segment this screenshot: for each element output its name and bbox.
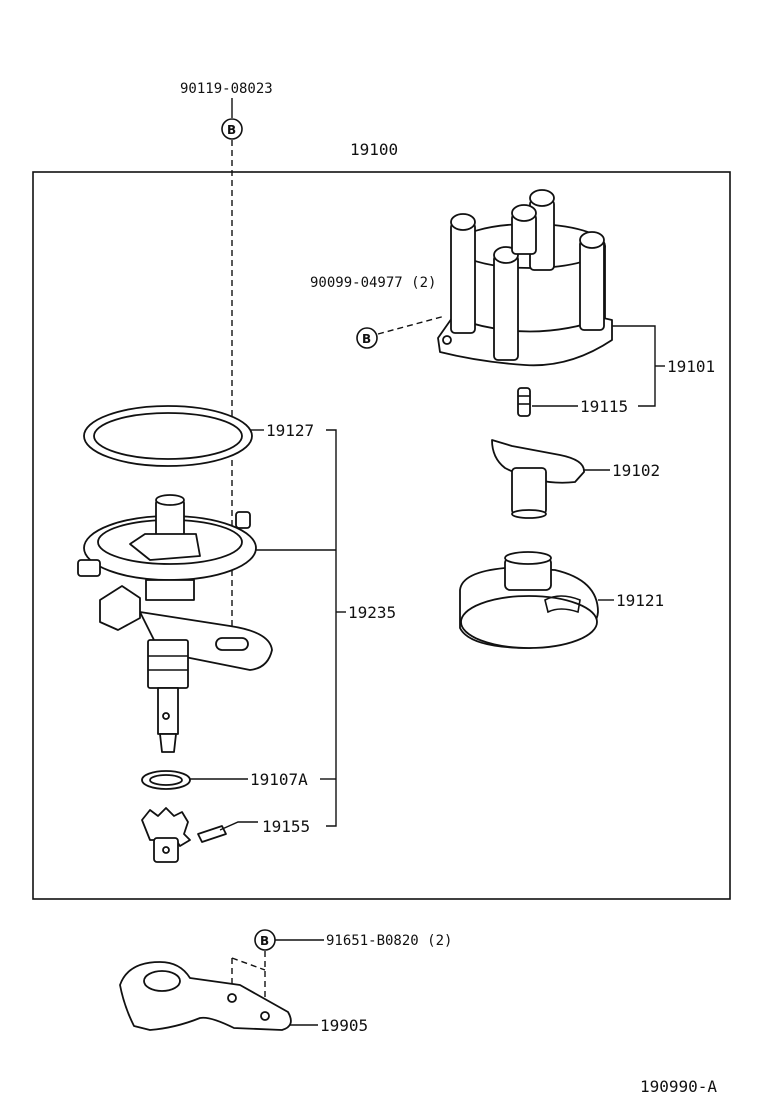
label-bolt-bottom: 91651-B0820 (2) (326, 933, 452, 949)
fastener-marker-top (221, 118, 243, 140)
label-o-ring-small: 19107A (250, 770, 308, 789)
rotor (491, 439, 585, 519)
label-o-ring-large: 19127 (266, 421, 314, 440)
label-bracket: 19905 (320, 1016, 368, 1035)
fastener-marker-cap (356, 327, 378, 349)
svg-text:B: B (362, 332, 371, 346)
o-ring-large (83, 405, 253, 467)
label-bolt-top: 90119-08023 (180, 81, 273, 97)
drive-gear (141, 807, 227, 863)
o-ring-small (141, 770, 191, 790)
figure-code: 190990-A (640, 1077, 717, 1096)
svg-text:B: B (227, 123, 236, 137)
label-cap-part: 19115 (580, 397, 628, 416)
assembly-frame (32, 171, 731, 900)
distributor-cap (437, 189, 613, 367)
label-housing-group: 19235 (348, 603, 396, 622)
label-screw-cap: 90099-04977 (2) (310, 275, 436, 291)
label-cover: 19121 (616, 591, 664, 610)
label-rotor: 19102 (612, 461, 660, 480)
svg-text:B: B (260, 934, 269, 948)
label-assembly: 19100 (350, 140, 398, 159)
label-gear: 19155 (262, 817, 310, 836)
dust-cover (459, 551, 599, 649)
cap-brush (517, 387, 531, 417)
distributor-housing (77, 494, 273, 753)
label-cap: 19101 (667, 357, 715, 376)
mounting-bracket (119, 961, 292, 1031)
